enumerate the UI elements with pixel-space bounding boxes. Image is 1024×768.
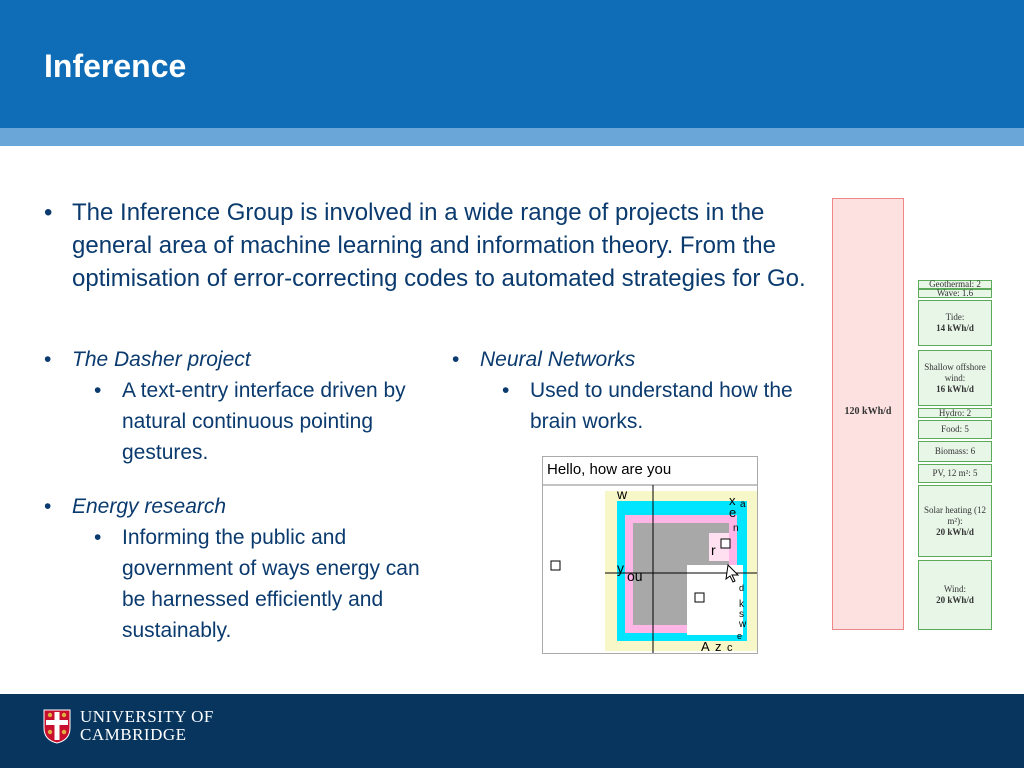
main-bullet-text: The Inference Group is involved in a wid… (72, 199, 806, 292)
slide-footer: UNIVERSITY OF CAMBRIDGE (0, 694, 1024, 768)
dasher-box (720, 538, 731, 549)
segment-value: 20 kWh/d (936, 526, 974, 537)
dasher-letter: x (729, 493, 736, 508)
project-energy: • Energy research (44, 491, 434, 522)
energy-segment: Food: 5 (918, 420, 992, 439)
slide-header: Inference (0, 0, 1024, 128)
energy-segment: Wind:20 kWh/d (918, 560, 992, 630)
university-name: UNIVERSITY OF CAMBRIDGE (80, 708, 214, 744)
segment-value: 16 kWh/d (936, 383, 974, 394)
segment-value: 20 kWh/d (936, 595, 974, 605)
project-dasher: • The Dasher project (44, 344, 434, 375)
dasher-letter: y (617, 560, 624, 576)
project-energy-detail: • Informing the public and government of… (94, 522, 444, 646)
energy-segment: Biomass: 6 (918, 441, 992, 462)
bullet-dot: • (452, 348, 460, 371)
dasher-letter: r (711, 542, 716, 558)
energy-segment: Hydro: 2 (918, 408, 992, 418)
segment-label: Solar heating (12 m²): (924, 504, 986, 526)
bullet-dot: • (44, 348, 52, 371)
segment-label: Biomass: 6 (934, 446, 976, 456)
project-neural-networks: • Neural Networks (452, 344, 822, 375)
slide-title: Inference (44, 48, 187, 84)
dasher-box (550, 560, 561, 571)
main-bullet: • The Inference Group is involved in a w… (44, 196, 824, 295)
dasher-letter: ou (627, 568, 643, 584)
dasher-canvas: w x a e n r y ou A z c s w k d e (543, 484, 757, 653)
project-detail: Informing the public and government of w… (122, 526, 420, 642)
energy-segment: Solar heating (12 m²):20 kWh/d (918, 485, 992, 557)
crest-icon (43, 709, 71, 744)
energy-consumption-bar (832, 198, 904, 630)
segment-label: PV, 12 m²: 5 (932, 468, 978, 478)
dasher-letter: c (727, 642, 733, 653)
segment-value: 14 kWh/d (936, 323, 974, 333)
segment-label: Wave: 1.6 (936, 288, 974, 298)
segment-label: Hydro: 2 (938, 407, 972, 418)
bullet-dot: • (94, 379, 102, 402)
dasher-letter: s (739, 609, 744, 620)
logo-line: CAMBRIDGE (80, 725, 187, 744)
project-detail: Used to understand how the brain works. (530, 379, 793, 433)
dasher-letter: w (738, 619, 747, 630)
bullet-dot: • (44, 199, 53, 226)
segment-label: Food: 5 (941, 424, 969, 434)
energy-segment: Wave: 1.6 (918, 288, 992, 298)
segment-label: Shallow offshore wind: (924, 361, 986, 383)
dasher-letter: k (739, 599, 745, 610)
project-title: The Dasher project (72, 348, 251, 371)
header-stripe (0, 128, 1024, 146)
energy-production-stack: Geothermal: 2 Wave: 1.6 Tide:14 kWh/d Sh… (918, 198, 992, 632)
dasher-letter: e (729, 505, 736, 520)
project-neural-networks-detail: • Used to understand how the brain works… (502, 375, 822, 437)
energy-consumption-label: 120 kWh/d (844, 406, 892, 417)
dasher-letter: a (740, 499, 746, 510)
dasher-letter: w (616, 486, 628, 502)
energy-segment: Geothermal: 2 (918, 279, 992, 289)
energy-segment: Tide:14 kWh/d (918, 300, 992, 346)
project-title: Neural Networks (480, 348, 636, 371)
university-logo: UNIVERSITY OF CAMBRIDGE (42, 708, 214, 744)
dasher-screenshot: Hello, how are you w x a e n r y ou A z … (542, 456, 758, 654)
dasher-letter: e (737, 631, 742, 641)
segment-label: Tide: (945, 312, 965, 322)
segment-label: Geothermal: 2 (929, 279, 981, 289)
bullet-dot: • (502, 379, 510, 402)
energy-segment: PV, 12 m²: 5 (918, 464, 992, 483)
energy-balance-illustration: 120 kWh/d Geothermal: 2 Wave: 1.6 Tide:1… (830, 198, 994, 632)
energy-segment: Shallow offshore wind:16 kWh/d (918, 350, 992, 406)
pointer-icon (725, 563, 740, 583)
dasher-letter: z (715, 639, 722, 653)
logo-line: UNIVERSITY OF (80, 707, 214, 726)
project-dasher-detail: • A text-entry interface driven by natur… (94, 375, 440, 468)
dasher-typed-text: Hello, how are you (547, 461, 672, 478)
bullet-dot: • (94, 526, 102, 549)
project-detail: A text-entry interface driven by natural… (122, 379, 406, 464)
dasher-letter: d (739, 583, 744, 593)
project-title: Energy research (72, 495, 227, 518)
segment-label: Wind: (943, 584, 967, 594)
bullet-dot: • (44, 495, 52, 518)
dasher-letter: n (733, 523, 739, 534)
dasher-letter: A (701, 639, 710, 653)
dasher-box (694, 592, 705, 603)
